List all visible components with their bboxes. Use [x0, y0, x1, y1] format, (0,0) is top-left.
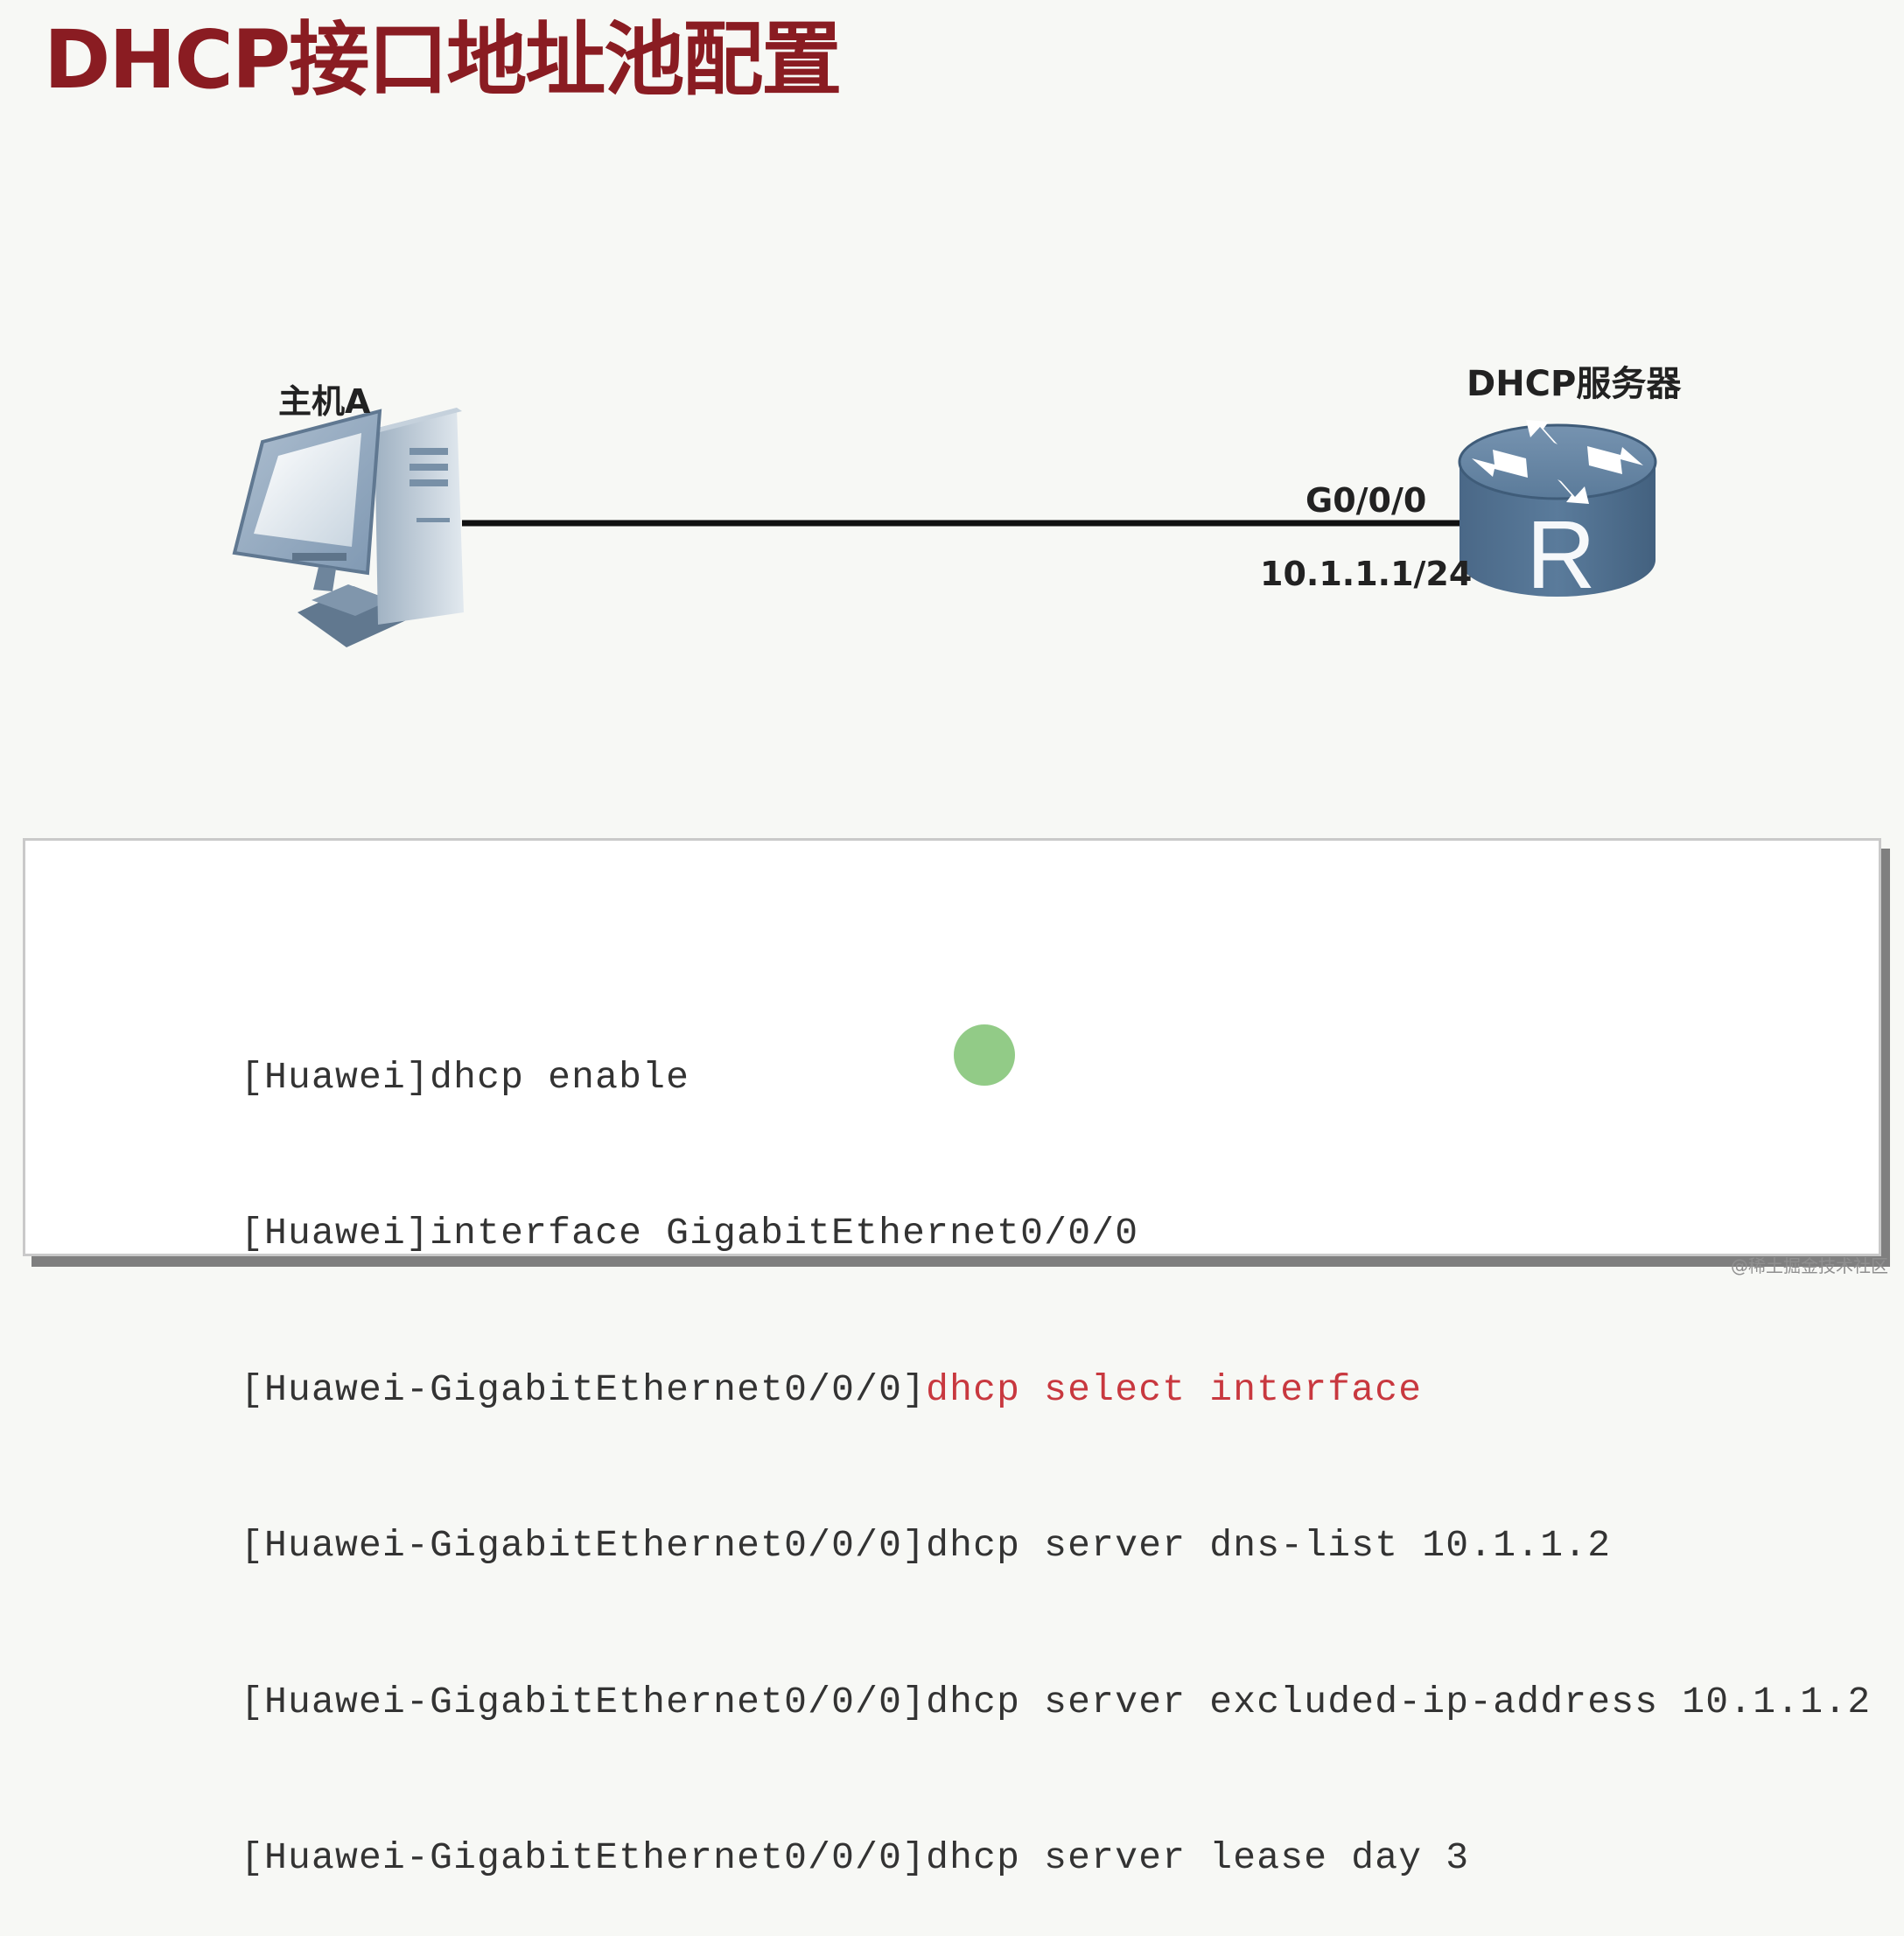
router-icon: R — [1458, 420, 1657, 609]
desktop-computer-icon — [232, 408, 464, 647]
config-line-prefix: [Huawei-GigabitEthernet0/0/0] — [241, 1680, 927, 1723]
ip-address-label: 10.1.1.1/24 — [1260, 555, 1473, 593]
config-line-prefix: [Huawei] — [241, 1055, 430, 1099]
config-line-command: dhcp enable — [430, 1055, 690, 1099]
config-line: [Huawei-GigabitEthernet0/0/0]dhcp server… — [99, 1624, 1871, 1723]
config-line: [Huawei-GigabitEthernet0/0/0]dhcp select… — [99, 1311, 1871, 1411]
config-line: [Huawei]interface GigabitEthernet0/0/0 — [99, 1156, 1871, 1255]
router-letter: R — [1526, 501, 1595, 609]
watermark: @稀土掘金技术社区 — [1731, 1255, 1888, 1276]
config-line: [Huawei]dhcp enable — [99, 999, 1871, 1099]
config-line: [Huawei-GigabitEthernet0/0/0]dhcp server… — [99, 1780, 1871, 1879]
config-line-prefix: [Huawei-GigabitEthernet0/0/0] — [241, 1524, 927, 1567]
highlighted-command: dhcp select interface — [926, 1367, 1423, 1411]
host-label: 主机A — [278, 382, 371, 421]
slide-title: DHCP接口地址池配置 — [44, 13, 842, 107]
topology-drawing: R — [232, 408, 1657, 647]
interface-label: G0/0/0 — [1306, 481, 1427, 520]
config-code-panel: [Huawei]dhcp enable [Huawei]interface Gi… — [23, 838, 1881, 1879]
config-line-command: dhcp server dns-list 10.1.1.2 — [926, 1524, 1612, 1567]
config-line-command: interface GigabitEthernet0/0/0 — [430, 1212, 1139, 1255]
config-line-command: dhcp server lease day 3 — [926, 1836, 1470, 1879]
config-line-prefix: [Huawei-GigabitEthernet0/0/0] — [241, 1836, 927, 1879]
dhcp-server-label: DHCP服务器 — [1466, 364, 1682, 404]
cursor-highlight-dot — [954, 1024, 1015, 1086]
config-line: [Huawei-GigabitEthernet0/0/0]dhcp server… — [99, 1468, 1871, 1567]
config-line-prefix: [Huawei-GigabitEthernet0/0/0] — [241, 1367, 927, 1411]
config-line-command: dhcp server excluded-ip-address 10.1.1.2 — [926, 1680, 1872, 1723]
network-diagram: R 主机A DHCP服务器 G0/0/0 10.1.1.1/24 — [0, 0, 1904, 822]
config-line-prefix: [Huawei] — [241, 1212, 430, 1255]
